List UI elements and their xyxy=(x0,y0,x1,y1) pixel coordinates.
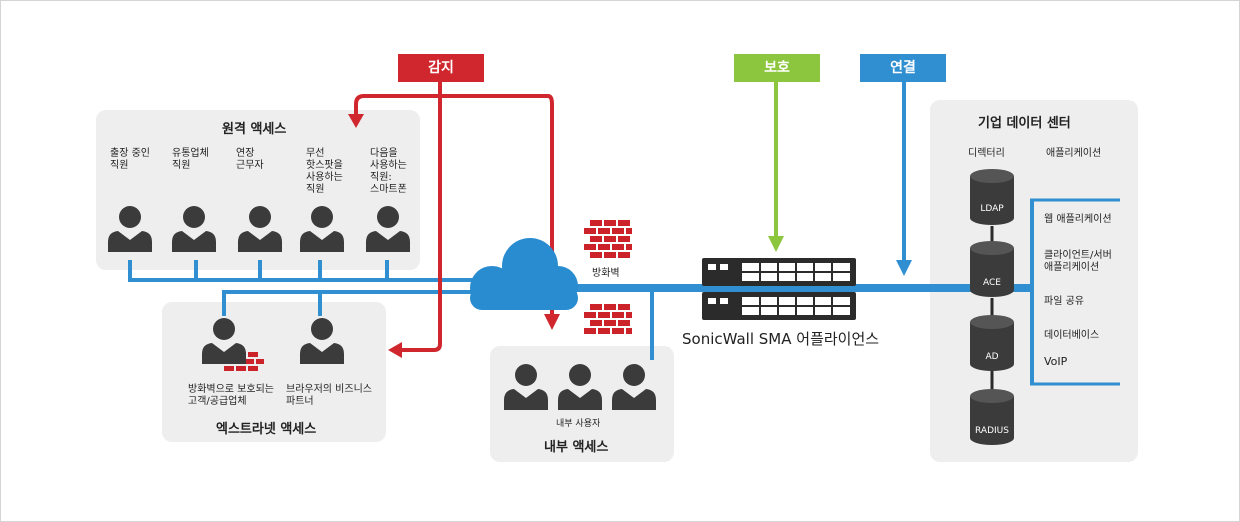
firewall-icon-top xyxy=(584,220,632,258)
app-item: 파일 공유 xyxy=(1044,296,1084,307)
ad-label: AD xyxy=(985,352,999,362)
remote-access-title: 원격 액세스 xyxy=(222,122,287,137)
sma-appliance-1 xyxy=(702,258,856,286)
extranet-access-panel xyxy=(162,302,386,442)
internal-user-caption: 내부 사용자 xyxy=(556,419,601,429)
firewall-label: 방화벽 xyxy=(592,268,620,279)
detect-arrows xyxy=(354,82,554,352)
protect-arrowhead xyxy=(768,236,784,252)
person-icon xyxy=(558,364,602,410)
extranet-user-label: 방화벽으로 보호되는 고객/공급업체 xyxy=(188,384,274,407)
detect-arrowheads xyxy=(348,114,560,358)
app-item: 클라이언트/서버 애플리케이션 xyxy=(1044,250,1112,273)
radius-label: RADIUS xyxy=(975,426,1009,436)
extranet-access-title: 엑스트라넷 액세스 xyxy=(216,422,317,437)
app-item: 데이터베이스 xyxy=(1044,330,1100,341)
app-connectors xyxy=(1030,198,1120,386)
internal-access-title: 내부 액세스 xyxy=(544,440,609,455)
remote-user-label: 유통업체 직원 xyxy=(172,148,209,171)
remote-user-label: 무선 핫스팟을 사용하는 직원 xyxy=(306,148,343,195)
remote-user-label: 다음을 사용하는 직원: 스마트폰 xyxy=(370,148,407,195)
cloud-icon xyxy=(470,238,578,310)
sma-appliance-label: SonicWall SMA 어플라이언스 xyxy=(682,330,880,348)
detect-label: 감지 xyxy=(398,54,484,82)
firewall-icon-bottom xyxy=(584,304,632,334)
ldap-label: LDAP xyxy=(980,204,1004,214)
protect-label: 보호 xyxy=(734,54,820,82)
directory-column-header: 디렉터리 xyxy=(968,148,1005,159)
sma-appliance-2 xyxy=(702,292,856,320)
person-icon xyxy=(108,206,152,252)
connect-arrowhead xyxy=(896,260,912,276)
person-icon xyxy=(202,318,246,364)
ldap-database-icon xyxy=(970,169,1014,225)
extranet-user-label: 브라우저의 비즈니스 파트너 xyxy=(286,384,372,407)
remote-user-label: 연장 근무자 xyxy=(236,148,264,171)
app-item: 웹 애플리케이션 xyxy=(1044,214,1112,225)
applications-column-header: 애플리케이션 xyxy=(1046,148,1102,159)
radius-database-icon xyxy=(970,389,1014,445)
person-icon xyxy=(504,364,548,410)
remote-user-label: 출장 중인 직원 xyxy=(110,148,150,171)
datacenter-title: 기업 데이터 센터 xyxy=(978,116,1071,131)
person-icon xyxy=(366,206,410,252)
person-icon xyxy=(612,364,656,410)
person-icon xyxy=(300,318,344,364)
ad-database-icon xyxy=(970,315,1014,371)
ace-label: ACE xyxy=(983,278,1001,288)
app-item: VoIP xyxy=(1044,355,1068,368)
connect-label: 연결 xyxy=(860,54,946,82)
person-icon xyxy=(238,206,282,252)
person-icon xyxy=(172,206,216,252)
ace-database-icon xyxy=(970,241,1014,297)
person-icon xyxy=(300,206,344,252)
